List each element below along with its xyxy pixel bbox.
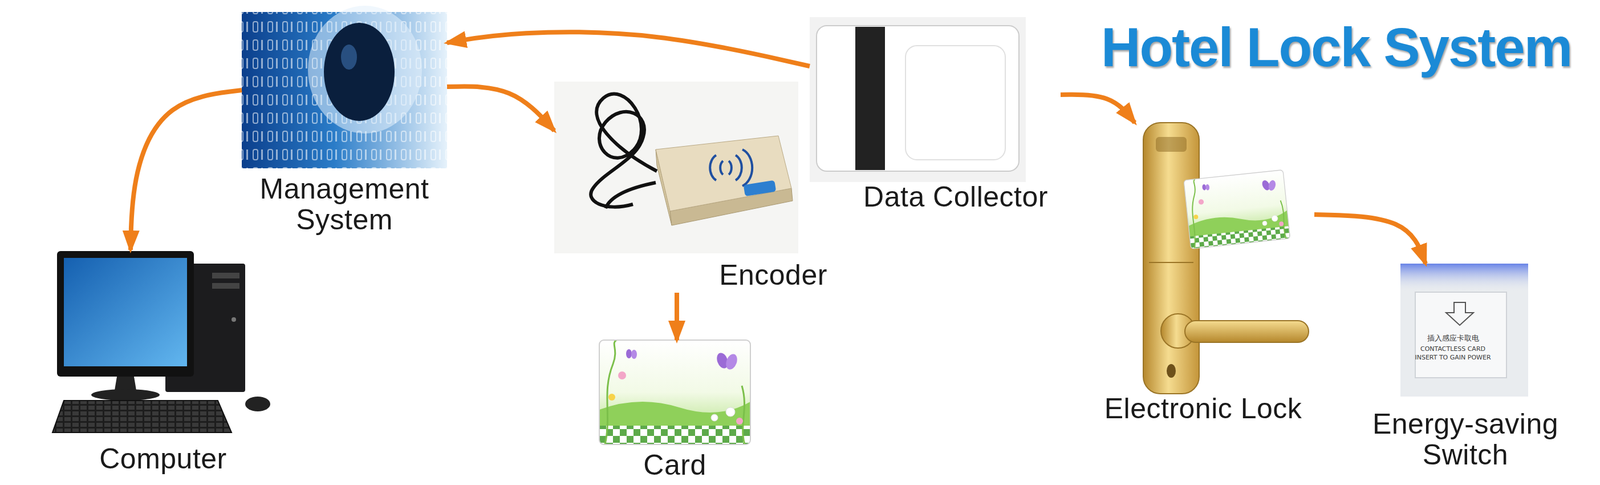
blue-glow bbox=[1400, 263, 1529, 292]
card-on-lock bbox=[1183, 169, 1291, 249]
flow-arrow bbox=[447, 86, 555, 131]
lock-picture bbox=[1143, 122, 1309, 394]
picture-ground bbox=[554, 81, 799, 254]
card-reader bbox=[1155, 136, 1187, 152]
magnetic-stripe bbox=[855, 26, 885, 170]
device-node: Computer bbox=[55, 249, 271, 477]
lock-body bbox=[1143, 122, 1200, 394]
monitor-screen bbox=[63, 257, 188, 367]
plate-text: INSERT TO GAIN POWER bbox=[1395, 354, 1510, 361]
flow-arrow bbox=[1060, 94, 1135, 123]
caption-text: Energy-saving Switch bbox=[1372, 407, 1559, 471]
drive-bay bbox=[212, 282, 240, 289]
usb-cable bbox=[590, 94, 657, 207]
lens-ring bbox=[307, 5, 422, 134]
caption-text: Computer bbox=[99, 442, 227, 475]
picture-ground bbox=[809, 17, 1026, 182]
encoder-picture bbox=[554, 81, 799, 254]
chip-outline bbox=[905, 45, 1006, 160]
flow-arrow bbox=[1314, 214, 1426, 264]
keyboard bbox=[52, 400, 232, 433]
down-arrow-icon bbox=[1446, 302, 1474, 326]
monitor-frame bbox=[57, 250, 194, 377]
plate-text: 插入感应卡取电 bbox=[1395, 334, 1510, 343]
device-node: Management System bbox=[241, 11, 448, 238]
caption: Management System bbox=[241, 173, 448, 235]
caption-block: Electronic Lock bbox=[1091, 392, 1315, 424]
flow-arrow bbox=[674, 292, 680, 340]
device-node: Electronic Lock bbox=[1091, 122, 1315, 426]
caption-text: Encoder bbox=[719, 258, 828, 291]
caption-text: Data Collector bbox=[863, 180, 1049, 213]
plate-text: CONTACTLESS CARD bbox=[1395, 345, 1510, 353]
device-node: Card bbox=[599, 339, 751, 483]
switch-plate bbox=[1400, 263, 1529, 397]
caption: Computer bbox=[55, 443, 271, 474]
caption-text: Electronic Lock bbox=[1104, 392, 1303, 425]
lens-glint bbox=[340, 44, 357, 70]
management-picture bbox=[241, 5, 448, 169]
monitor-base bbox=[91, 388, 160, 401]
power-button bbox=[231, 317, 237, 322]
caption: Encoder bbox=[554, 259, 844, 291]
rfid-waves bbox=[709, 149, 753, 186]
encoder-top bbox=[655, 135, 792, 211]
diagram-title: Hotel Lock System bbox=[1101, 15, 1572, 79]
mouse bbox=[245, 396, 271, 412]
collector-card bbox=[816, 25, 1019, 172]
usb-cable bbox=[605, 182, 656, 209]
caption: Data Collector bbox=[809, 181, 1061, 213]
device-node: Energy-saving Switch bbox=[1362, 263, 1569, 473]
caption: Energy-saving Switch bbox=[1362, 408, 1569, 470]
panel-line bbox=[1148, 261, 1194, 263]
caption-block: Encoder bbox=[702, 259, 844, 291]
keyhole bbox=[1166, 363, 1176, 378]
brand-badge bbox=[743, 180, 777, 197]
caption-block: Data Collector bbox=[850, 181, 1061, 213]
flow-arrow bbox=[447, 31, 810, 67]
caption: Electronic Lock bbox=[1091, 392, 1315, 424]
device-node: Encoder bbox=[554, 81, 844, 293]
drive-bay bbox=[212, 272, 240, 279]
caption-block: Card bbox=[599, 449, 751, 481]
card-picture bbox=[599, 339, 751, 445]
lever-handle bbox=[1184, 320, 1309, 343]
caption-text: Management System bbox=[260, 172, 430, 236]
device-node: Data Collector bbox=[809, 17, 1061, 215]
caption-block: Computer bbox=[55, 443, 271, 474]
caption-text: Card bbox=[643, 448, 706, 481]
flow-arrow bbox=[130, 90, 242, 250]
caption-block: Management System bbox=[241, 173, 448, 235]
caption: Card bbox=[599, 449, 751, 481]
data-collector-picture bbox=[809, 17, 1026, 182]
computer-picture bbox=[52, 250, 271, 433]
caption-block: Energy-saving Switch bbox=[1362, 408, 1569, 470]
lens bbox=[323, 22, 395, 121]
switch-picture bbox=[1400, 263, 1529, 397]
